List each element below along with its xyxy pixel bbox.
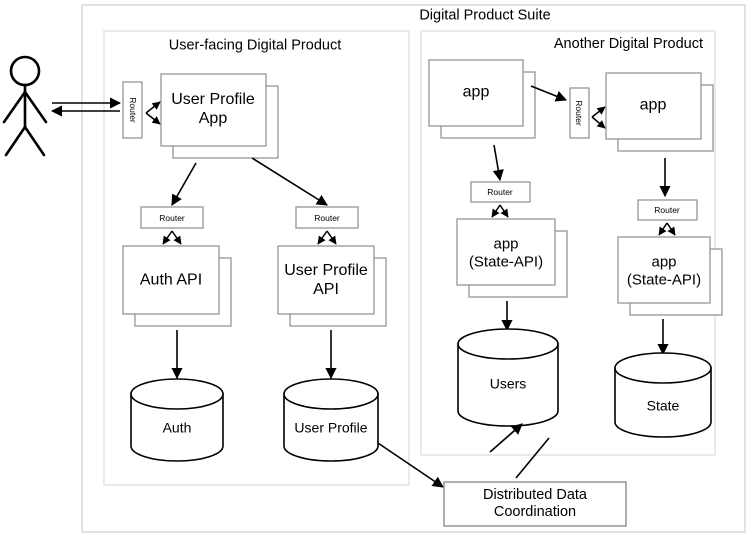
edge-coordination-secondary — [515, 437, 550, 479]
auth-database-shape[interactable] — [130, 378, 224, 462]
auth-router-shape[interactable] — [140, 206, 204, 229]
edge-coordination-to-users-db — [489, 423, 523, 453]
another-edge-router-shape[interactable] — [569, 87, 590, 139]
state-api-left-node[interactable] — [456, 218, 556, 286]
edge-router-shape[interactable] — [122, 81, 143, 139]
edge-state-router-right-to-node — [658, 222, 676, 236]
edge-auth-router-to-auth-api — [162, 230, 182, 245]
edge-state-router-left-to-node — [491, 204, 509, 218]
user-profile-database-shape[interactable] — [283, 378, 379, 462]
edge-app-to-profile-router — [251, 157, 328, 206]
profile-router-shape[interactable] — [295, 206, 359, 229]
state-api-router-left-shape[interactable] — [470, 181, 531, 203]
auth-api-node[interactable] — [122, 245, 220, 315]
state-api-right-node[interactable] — [617, 236, 711, 304]
edge-profile-router-to-profile-api — [317, 230, 337, 245]
edge-app-left-to-state-router — [492, 144, 504, 182]
edge-edge-router-to-user-profile-app — [145, 101, 161, 125]
user-actor-figure — [2, 55, 48, 157]
users-database-shape[interactable] — [457, 328, 559, 427]
edge-another-router-to-app-right — [591, 106, 606, 129]
edge-profile-db-to-coordination — [377, 442, 444, 488]
user-profile-api-node[interactable] — [277, 245, 375, 315]
app-right-node[interactable] — [605, 72, 702, 140]
state-database-shape[interactable] — [614, 352, 712, 438]
app-left-node[interactable] — [428, 59, 524, 127]
edge-app-to-auth-router — [171, 162, 197, 206]
user-profile-app-node[interactable] — [160, 73, 267, 147]
state-api-router-right-shape[interactable] — [637, 199, 698, 221]
coordination-service-shape[interactable] — [443, 481, 627, 527]
edge-app-left-to-router — [530, 85, 568, 102]
